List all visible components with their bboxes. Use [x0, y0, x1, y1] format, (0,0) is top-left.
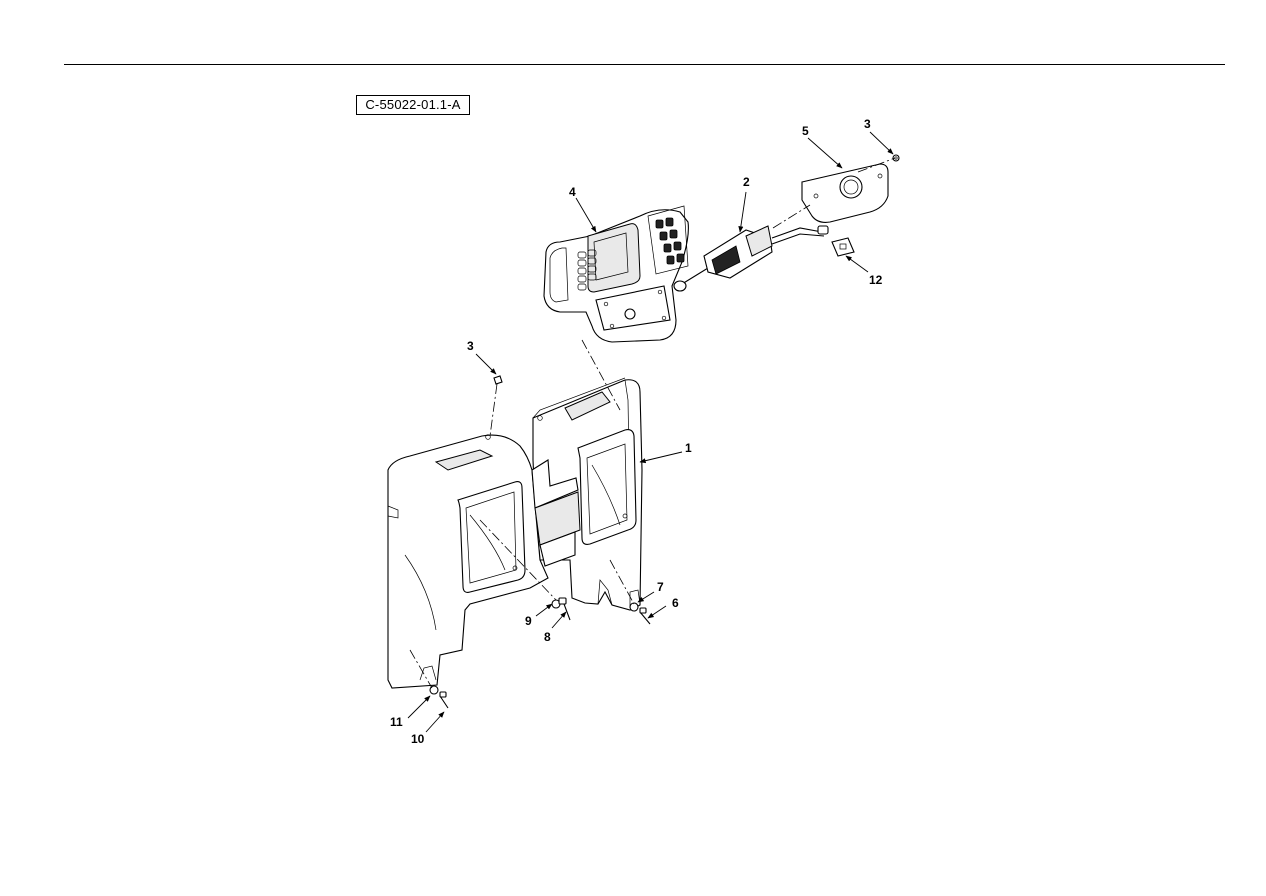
callout-leaders [407, 131, 894, 733]
assembly-center-lines [409, 157, 896, 689]
callout-8: 8 [544, 630, 551, 644]
callout-4: 4 [569, 185, 576, 199]
switch-part-12 [831, 237, 855, 257]
instrument-cluster-part-4 [543, 205, 689, 343]
cover-plate-part-5 [801, 163, 889, 223]
callout-6: 6 [672, 596, 679, 610]
figure-id-label: C-55022-01.1-A [356, 95, 470, 115]
cluster-left-buttons [577, 249, 597, 291]
header-rule [64, 64, 1225, 65]
dash-panel-part-1 [387, 377, 643, 689]
column-switch-part-2 [673, 225, 829, 292]
cluster-right-lights [655, 217, 685, 265]
callout-12: 12 [869, 273, 883, 287]
callout-numbers: 1 2 3 3 4 5 6 7 8 9 10 11 12 [390, 117, 883, 746]
callout-10: 10 [411, 732, 425, 746]
callout-11: 11 [390, 715, 403, 729]
callout-3-upper: 3 [864, 117, 871, 131]
callout-1: 1 [685, 441, 692, 455]
callout-9: 9 [525, 614, 532, 628]
fasteners [429, 154, 900, 709]
callout-2: 2 [743, 175, 750, 189]
callout-3-left: 3 [467, 339, 474, 353]
callout-7: 7 [657, 580, 664, 594]
callout-5: 5 [802, 124, 809, 138]
